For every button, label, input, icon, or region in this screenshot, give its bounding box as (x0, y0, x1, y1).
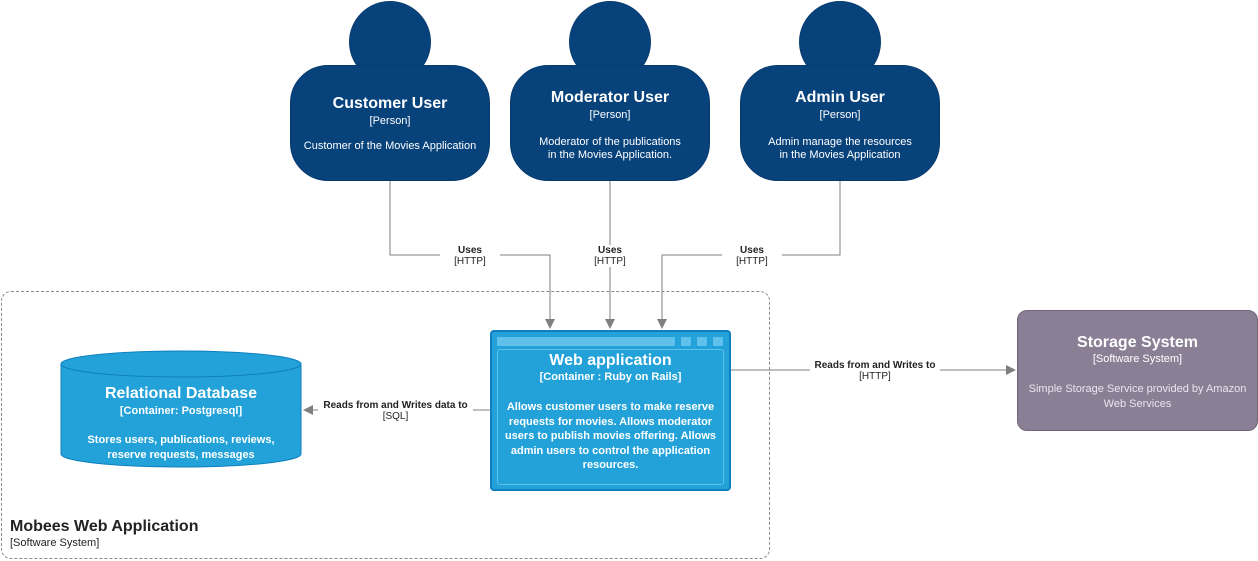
relation-tech: [HTTP] (736, 256, 768, 267)
edge-label-admin: Uses [HTTP] (722, 245, 782, 267)
person-body: Customer User [Person] Customer of the M… (290, 65, 490, 181)
container-description: Stores users, publications, reviews, res… (60, 433, 302, 463)
browser-button-icon (713, 337, 723, 346)
person-name: Customer User (332, 95, 448, 112)
description-line: Admin manage the resources (768, 136, 912, 148)
description-line: Stores users, publications, reviews, (87, 434, 275, 446)
person-type: [Person] (589, 109, 631, 121)
relation-label: Uses (598, 245, 622, 256)
browser-button-icon (681, 337, 691, 346)
edge-label-storage: Reads from and Writes to [HTTP] (810, 360, 940, 382)
edge-label-customer: Uses [HTTP] (440, 245, 500, 267)
person-body: Moderator User [Person] Moderator of the… (510, 65, 710, 181)
relation-label: Uses (740, 245, 764, 256)
person-name: Admin User (795, 89, 885, 106)
relation-label: Reads from and Writes to (814, 360, 936, 371)
database-cylinder-icon (60, 350, 302, 468)
relation-tech: [SQL] (382, 411, 409, 422)
edge-label-database: Reads from and Writes data to [SQL] (318, 400, 473, 422)
person-body: Admin User [Person] Admin manage the res… (740, 65, 940, 181)
person-type: [Person] (819, 109, 861, 121)
person-description: Customer of the Movies Application (303, 140, 477, 152)
system-type: [Software System] (1092, 353, 1183, 365)
system-name: Storage System (1077, 334, 1198, 351)
boundary-type: [Software System] (10, 537, 100, 549)
container-type: [Container: Postgresql] (119, 405, 243, 417)
boundary-title: Mobees Web Application (10, 518, 199, 535)
external-storage-system: Storage System [Software System] Simple … (1017, 310, 1258, 431)
description-line: in the Movies Application (779, 149, 901, 161)
person-description: Moderator of the publications in the Mov… (511, 136, 709, 162)
container-type: [Container : Ruby on Rails] (539, 371, 682, 383)
relation-label: Reads from and Writes data to (323, 400, 468, 411)
edge-label-moderator: Uses [HTTP] (580, 245, 640, 267)
person-type: [Person] (369, 115, 411, 127)
browser-bar (497, 337, 675, 346)
person-description: Admin manage the resources in the Movies… (741, 136, 939, 162)
browser-frame (497, 349, 724, 485)
system-description: Simple Storage Service provided by Amazo… (1028, 383, 1247, 410)
relation-tech: [HTTP] (594, 256, 626, 267)
system-boundary (1, 291, 770, 559)
relation-tech: [HTTP] (454, 256, 486, 267)
relation-label: Uses (458, 245, 482, 256)
browser-button-icon (697, 337, 707, 346)
description-line: reserve requests, messages (107, 449, 255, 461)
description-line: Moderator of the publications (539, 136, 681, 148)
container-description: Allows customer users to make reserve re… (504, 401, 717, 471)
person-name: Moderator User (550, 89, 670, 106)
container-name: Web application (549, 352, 672, 369)
container-web-application: Web application [Container : Ruby on Rai… (490, 330, 731, 491)
relation-tech: [HTTP] (859, 371, 891, 382)
container-name: Relational Database (104, 385, 258, 402)
container-relational-database: Relational Database [Container: Postgres… (60, 350, 302, 468)
description-line: in the Movies Application. (547, 149, 673, 161)
